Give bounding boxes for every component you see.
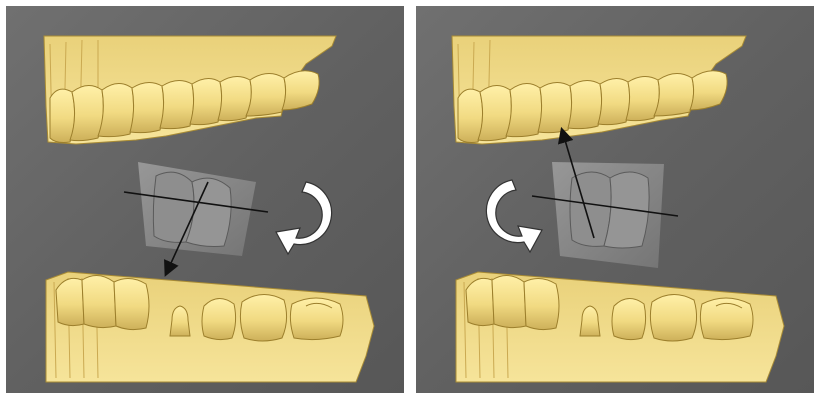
left-viewport-canvas[interactable] [6,6,404,393]
tooth-scan-patch[interactable] [552,162,664,268]
left-3d-viewport[interactable] [6,6,404,393]
right-viewport-canvas[interactable] [416,6,814,393]
viewport-divider [406,0,410,399]
right-3d-viewport[interactable] [416,6,814,393]
